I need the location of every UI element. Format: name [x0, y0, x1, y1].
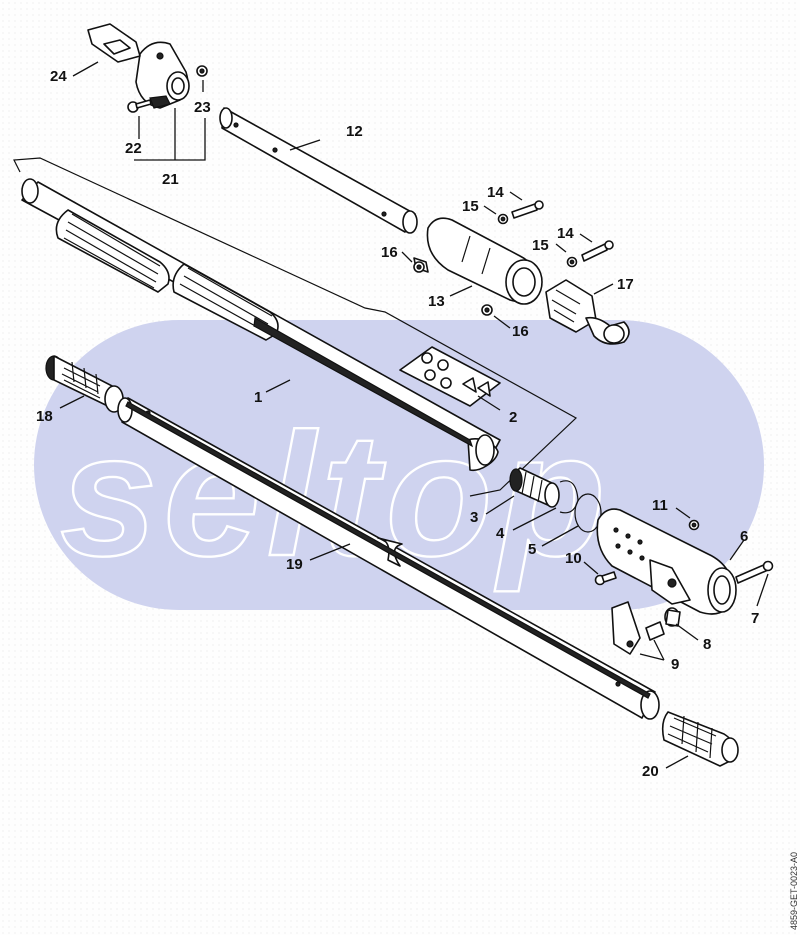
part-8: [664, 607, 681, 627]
callouts: 24 22 23 21 12 14 15 14 15 16 13 16 17 1…: [36, 68, 759, 780]
callout-22: 22: [125, 140, 142, 157]
warning-label: [399, 346, 501, 407]
callout-13: 13: [428, 293, 445, 310]
callout-21: 21: [162, 171, 179, 188]
callout-3: 3: [470, 509, 478, 526]
callout-5: 5: [528, 541, 536, 558]
callout-14-lower: 14: [557, 225, 574, 242]
callout-4: 4: [496, 525, 505, 542]
callout-11: 11: [652, 497, 668, 514]
callout-14-upper: 14: [487, 184, 504, 201]
callout-7: 7: [751, 610, 759, 627]
screw-22: [127, 99, 152, 113]
handle-clamp: [135, 41, 190, 109]
watermark: seltop: [34, 320, 764, 610]
grip-rear: [172, 263, 279, 341]
nut-11: [688, 519, 700, 531]
callout-16-lower: 16: [512, 323, 529, 340]
drive-tube-19: [117, 397, 660, 720]
washer-15-upper: [497, 213, 509, 225]
callout-16-upper: 16: [381, 244, 398, 261]
callout-17: 17: [617, 276, 634, 293]
watermark-band: [34, 320, 764, 610]
callout-24: 24: [50, 68, 67, 85]
drawing-code: 4859-GET-0023-A0: [789, 852, 799, 930]
nut-23: [196, 65, 208, 77]
housing-6: [596, 508, 737, 615]
washer-15-lower: [566, 256, 578, 268]
callout-23: 23: [194, 99, 211, 116]
screw-14-lower: [581, 240, 614, 262]
callout-15-lower: 15: [532, 237, 549, 254]
bearing-sleeve-3: [509, 467, 560, 508]
end-cap-20: [661, 711, 739, 767]
screw-14-upper: [511, 200, 544, 219]
callout-6: 6: [740, 528, 748, 545]
coupling-sleeve: [413, 217, 543, 305]
screw-7: [735, 560, 774, 584]
callout-18: 18: [36, 408, 53, 425]
callout-19: 19: [286, 556, 303, 573]
leader-lines: [59, 61, 769, 769]
ring-5: [574, 493, 602, 533]
callout-9: 9: [671, 656, 679, 673]
screw-10: [594, 571, 617, 586]
callout-2: 2: [509, 409, 517, 426]
callout-20: 20: [642, 763, 659, 780]
callout-15-upper: 15: [462, 198, 479, 215]
nut-16-upper: [413, 261, 425, 273]
callout-1: 1: [254, 389, 262, 406]
callout-10: 10: [565, 550, 582, 567]
callout-12: 12: [346, 123, 363, 140]
drive-tube-with-handle: [21, 178, 501, 472]
clip: [87, 23, 141, 63]
nut-16-lower: [481, 304, 493, 316]
part-9: [611, 601, 665, 655]
shaft-tube: [219, 107, 418, 234]
grip-front: [55, 209, 170, 293]
clamp-17: [545, 279, 630, 345]
callout-8: 8: [703, 636, 711, 653]
